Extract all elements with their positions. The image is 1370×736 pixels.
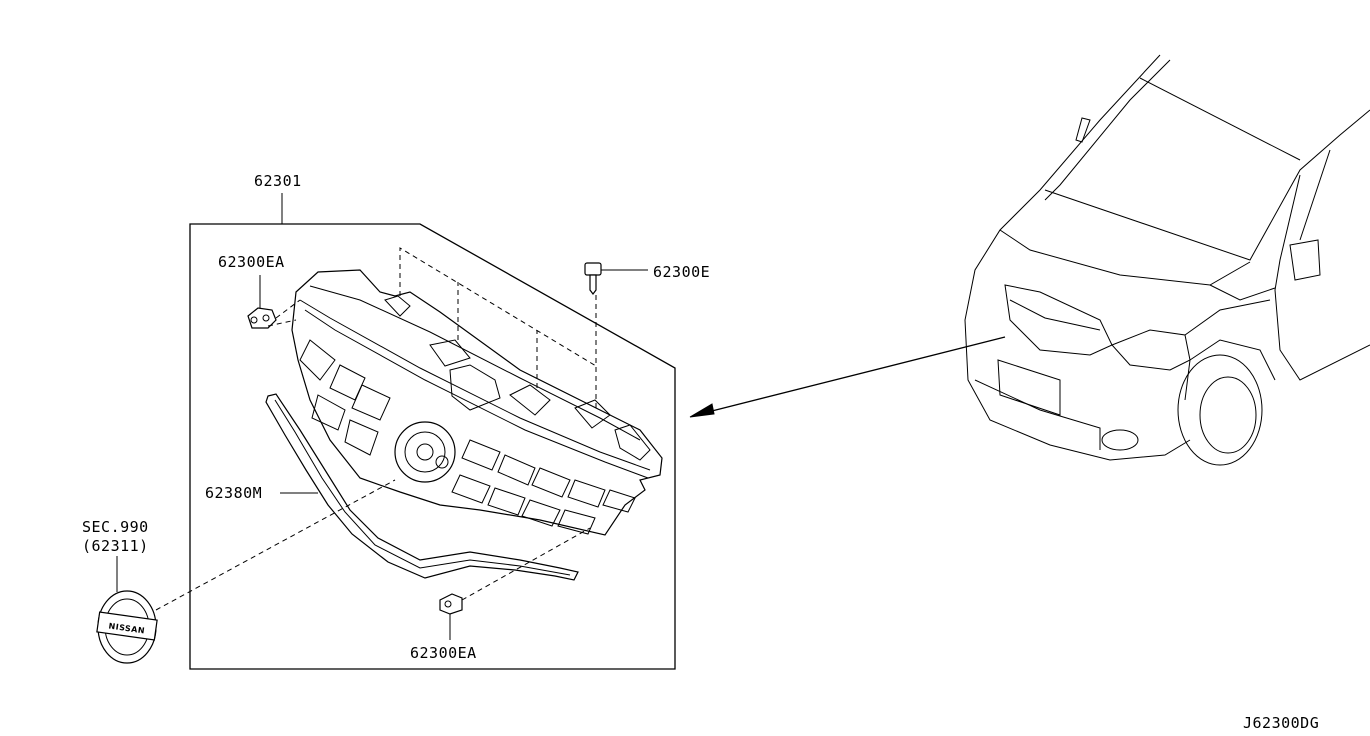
front-grille: [291, 269, 663, 536]
vehicle-outline: [964, 54, 1370, 466]
location-arrow: [689, 336, 1006, 418]
clip-lower-label: 62300EA: [410, 644, 477, 662]
drawing-id: J62300DG: [1243, 714, 1319, 732]
molding-label: 62380M: [205, 484, 262, 502]
parts-box-outline: [189, 223, 676, 670]
screw-label: 62300E: [653, 263, 710, 281]
clip-lower-part: [439, 527, 591, 640]
emblem-ref-label-line1: SEC.990: [82, 518, 149, 536]
screw-part: [584, 262, 648, 295]
emblem-ref-label-line2: (62311): [82, 537, 149, 555]
nissan-emblem: [96, 479, 396, 664]
clip-upper-part: [247, 275, 301, 329]
screw-locator-lines: [399, 247, 597, 408]
clip-upper-label: 62300EA: [218, 253, 285, 271]
main-part-label: 62301: [254, 172, 302, 190]
